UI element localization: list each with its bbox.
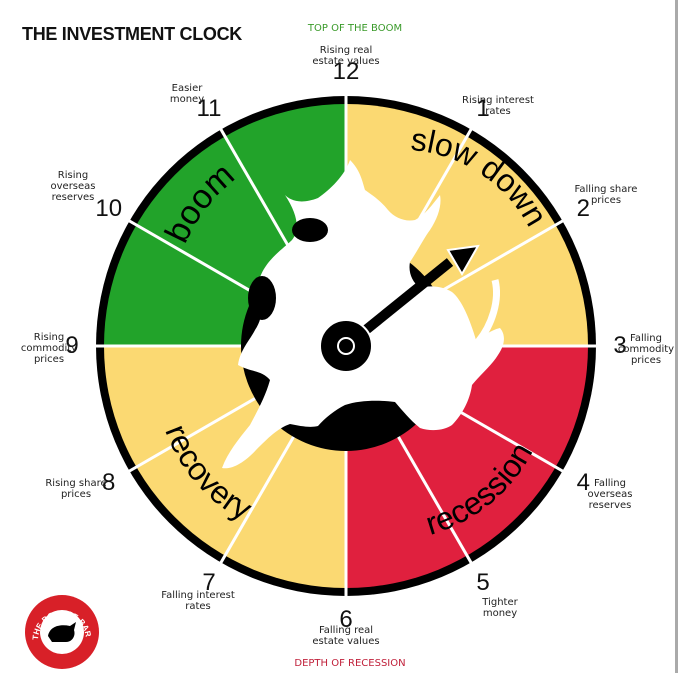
hour-spoke [218, 127, 298, 261]
hour-number-2: 2 [576, 195, 590, 222]
clock-hub-center [337, 337, 355, 355]
hour-spoke [394, 431, 474, 565]
bull-silhouette [222, 160, 504, 469]
hour-spoke [431, 218, 565, 298]
hour-number-12: 12 [332, 58, 360, 85]
hour-number-10: 10 [95, 195, 123, 222]
clock-hub [319, 319, 373, 373]
hour-caption-9: Rising commodity prices [20, 332, 78, 365]
hour-spoke [127, 394, 261, 474]
hour-caption-11: Easier money [169, 83, 205, 105]
hour-number-3: 3 [613, 332, 627, 359]
hour-caption-3: Falling commodity prices [617, 333, 675, 366]
hour-caption-6: Falling real estate values [312, 625, 380, 647]
hour-number-11: 11 [196, 94, 222, 122]
hour-number-4: 4 [576, 469, 590, 496]
hour-number-1: 1 [476, 94, 490, 122]
hour-caption-2: Falling share prices [574, 184, 638, 206]
hour-caption-4: Falling overseas reserves [587, 478, 633, 511]
hour-number-8: 8 [102, 469, 116, 496]
hour-caption-12: Rising real estate values [312, 45, 380, 67]
bull-tail [475, 279, 500, 345]
svg-text:THE BOURSE BARON: THE BOURSE BARON [0, 0, 93, 640]
bull-patch-left [248, 276, 276, 320]
top-of-boom-caption: TOP OF THE BOOM [307, 23, 403, 34]
hour-caption-10: Rising overseas reserves [50, 170, 96, 203]
hour-caption-7: Falling interest rates [161, 590, 235, 612]
hour-number-7: 7 [202, 569, 216, 597]
hour-number-6: 6 [339, 606, 353, 633]
diagram-title: THE INVESTMENT CLOCK [22, 24, 243, 44]
hour-spoke [218, 431, 298, 565]
hour-number-5: 5 [476, 569, 490, 597]
hour-caption-8: Rising share prices [45, 478, 107, 500]
depth-of-recession-caption: DEPTH OF RECESSION [294, 658, 406, 669]
hour-spoke [127, 218, 261, 298]
hour-caption-1: Rising interest rates [462, 95, 534, 117]
hour-number-9: 9 [65, 332, 79, 359]
clock-hand-arrowhead [446, 244, 480, 276]
bull-patch-belly [320, 423, 390, 447]
hour-caption-5: Tighter money [482, 597, 518, 619]
bull-patch-head [292, 218, 328, 242]
frame-edge [675, 0, 678, 673]
